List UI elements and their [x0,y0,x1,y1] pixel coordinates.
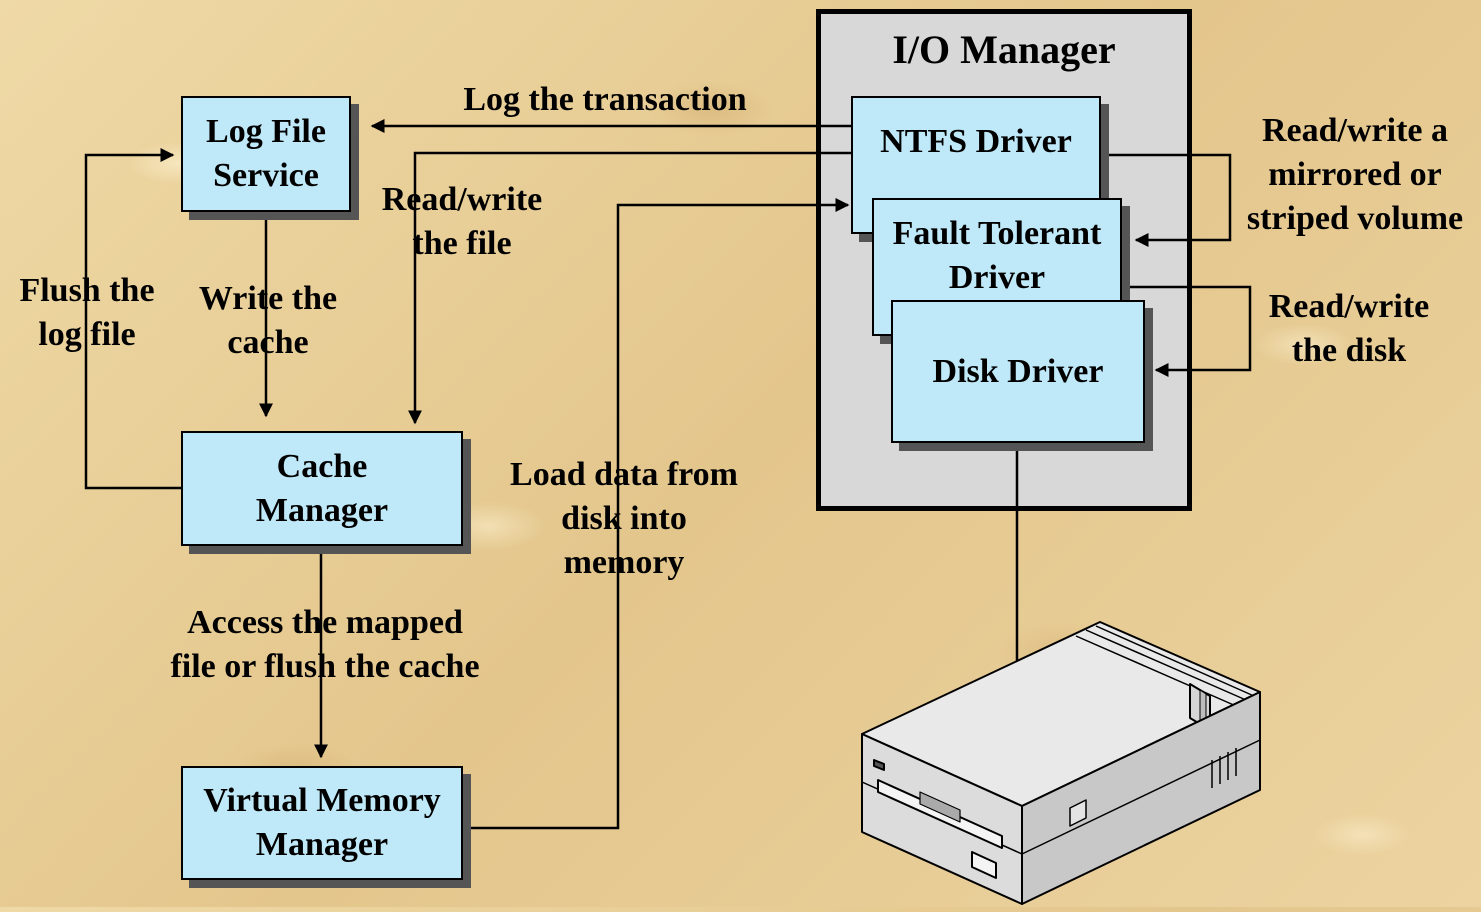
label-read-write-disk: Read/write the disk [1268,288,1430,369]
virtual-memory-manager-line1: Virtual Memory [203,782,441,819]
cache-manager-box: Cache Manager [181,431,463,546]
arrow-read-write-disk [1124,285,1252,377]
arrow-flush-log [84,148,182,490]
fault-tolerant-driver-line2: Driver [948,259,1046,296]
label-access-mapped: Access the mapped file or flush the cach… [170,604,480,685]
arrow-load-data [463,198,850,830]
virtual-memory-manager-box: Virtual Memory Manager [181,766,463,880]
label-read-write-file: Read/write the file [381,181,543,262]
ntfs-driver-label: NTFS Driver [880,123,1072,160]
log-file-service-line1: Log File [206,113,326,150]
disk-driver-label: Disk Driver [932,352,1104,390]
label-load-data: Load data from disk into memory [510,456,738,581]
label-write-cache: Write the cache [198,280,338,361]
disk-driver-box: Disk Driver [891,300,1145,443]
cache-manager-line1: Cache [276,447,368,485]
cache-manager-line2: Manager [255,491,389,529]
label-mirrored-volume: Read/write a mirrored or striped volume [1246,112,1464,237]
label-log-transaction: Log the transaction [463,81,747,118]
floppy-drive-icon [861,621,1261,905]
fault-tolerant-driver-line1: Fault Tolerant [892,215,1102,252]
io-manager-title: I/O Manager [892,27,1116,72]
virtual-memory-manager-line2: Manager [255,826,389,863]
arrow-mirrored [1102,153,1232,247]
label-flush-log: Flush the log file [19,272,155,353]
arrow-read-write-file [408,151,852,425]
log-file-service-line2: Service [213,157,319,194]
log-file-service-box: Log File Service [181,96,351,212]
